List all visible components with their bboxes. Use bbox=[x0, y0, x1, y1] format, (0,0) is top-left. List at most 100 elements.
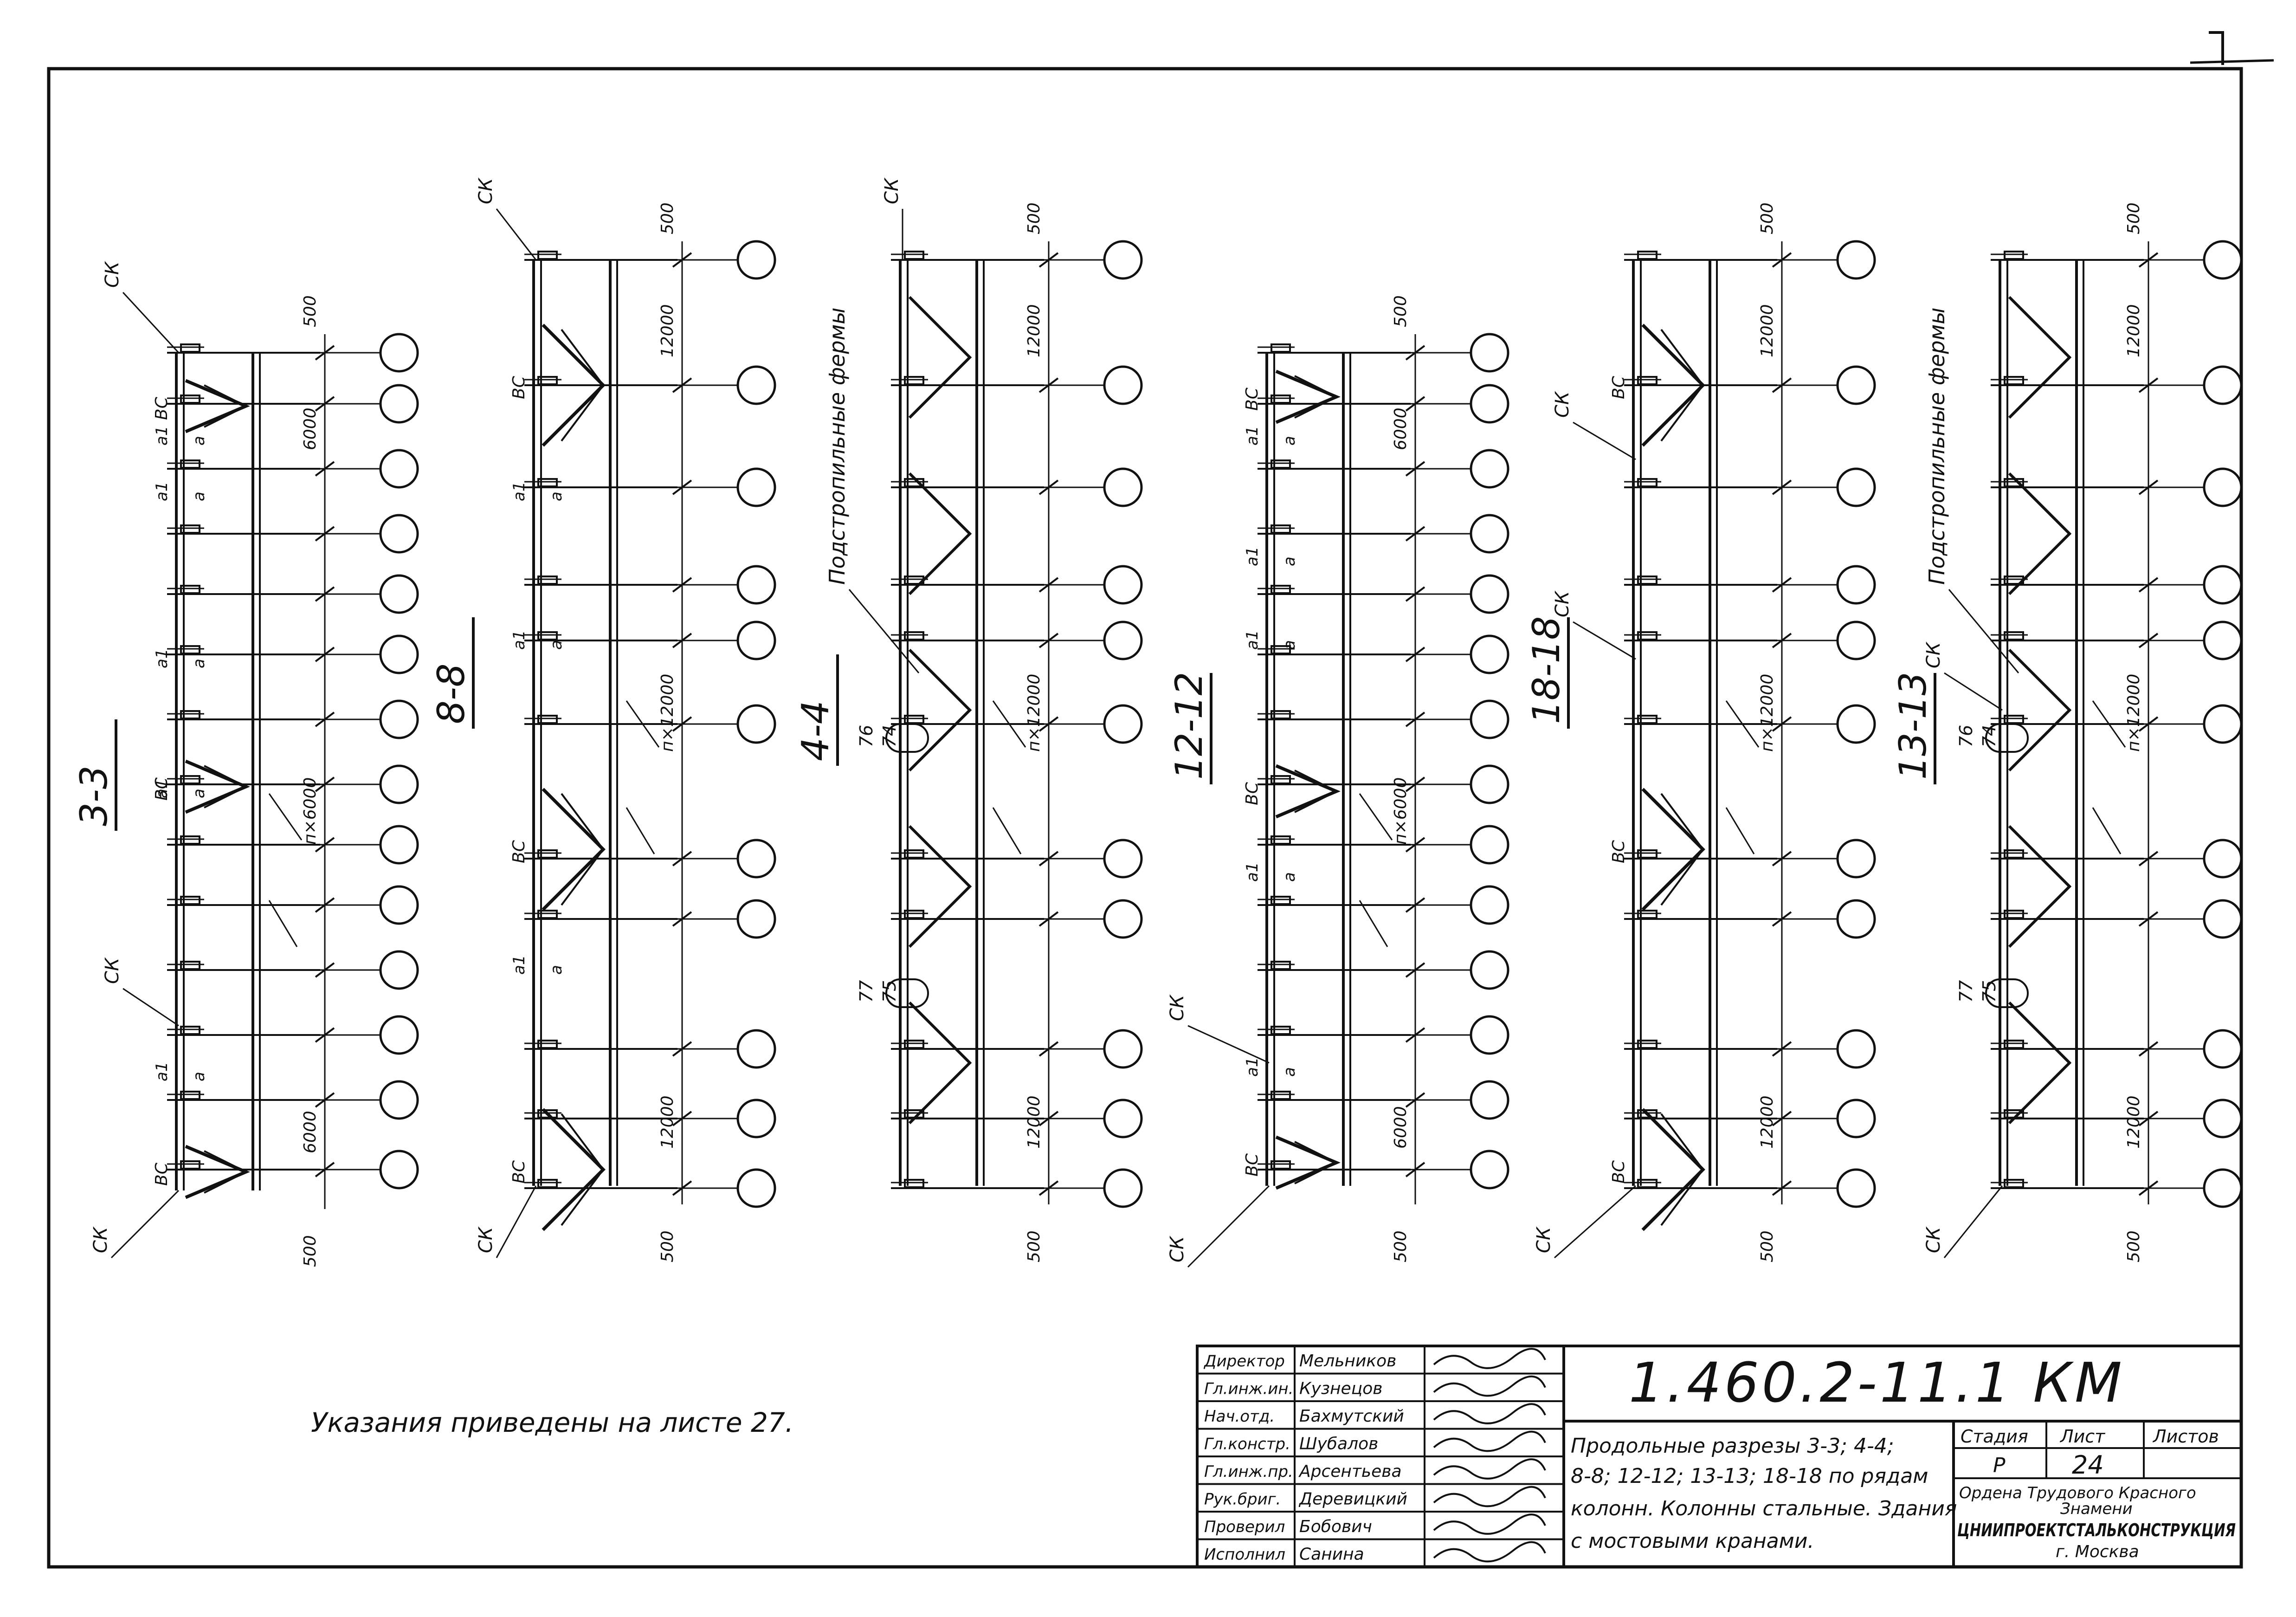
axis-circle bbox=[1103, 467, 1143, 507]
brace-node bbox=[180, 710, 200, 719]
ck-leader bbox=[1187, 1185, 1270, 1268]
dimension-tick bbox=[315, 1027, 335, 1043]
strut-label-a1: а1 bbox=[1243, 547, 1262, 566]
dimension-tick bbox=[1772, 911, 1792, 927]
sheet-title-line-2: 8-8; 12-12; 13-13; 18-18 по рядам bbox=[1571, 1464, 1928, 1488]
strut-label-a: а bbox=[190, 659, 208, 668]
vertical-brace-inner bbox=[1294, 770, 1339, 813]
axis-circle bbox=[1470, 825, 1509, 865]
sheet-code: 1.460.2-11.1 КМ bbox=[1629, 1351, 2125, 1415]
break-line bbox=[992, 700, 1026, 748]
axis-circle bbox=[379, 514, 419, 554]
ck-label: СК bbox=[1533, 1226, 1554, 1253]
strut-label-a: а bbox=[547, 965, 566, 975]
dim-500-bottom: 500 bbox=[658, 1230, 677, 1262]
axis-circle bbox=[1103, 1099, 1143, 1138]
vertical-brace bbox=[185, 379, 250, 433]
strut-label-a1: а1 bbox=[153, 649, 171, 668]
strut-label-a: а bbox=[1280, 556, 1299, 566]
dimension-tick bbox=[315, 897, 335, 913]
brace-node bbox=[537, 1040, 558, 1049]
dimension-tick bbox=[1405, 647, 1425, 662]
break-line bbox=[1725, 700, 1760, 748]
dim-last-span: 12000 bbox=[2124, 1095, 2143, 1149]
dimension-tick bbox=[315, 526, 335, 542]
axis-circle bbox=[736, 240, 776, 280]
strut-label-a1: а1 bbox=[510, 955, 529, 975]
ck-leader bbox=[1944, 672, 2003, 711]
node-74: 74 bbox=[1979, 725, 1999, 747]
node-76: 76 bbox=[1956, 725, 1976, 747]
vertical-brace-inner bbox=[1294, 1141, 1339, 1184]
axis-circle bbox=[1836, 565, 1876, 605]
axis-circle bbox=[2203, 240, 2243, 280]
brace-node bbox=[1637, 251, 1658, 260]
dim-500-bottom: 500 bbox=[1758, 1230, 1777, 1262]
break-line bbox=[626, 700, 660, 748]
signature-name: Деревицкий bbox=[1298, 1490, 1407, 1509]
dimension-tick bbox=[315, 345, 335, 361]
axis-circle bbox=[2203, 839, 2243, 879]
node-75: 75 bbox=[879, 980, 900, 1003]
dim-500-top: 500 bbox=[1025, 202, 1044, 234]
truss-outline bbox=[2008, 648, 2072, 772]
sheet-title-line-1: Продольные разрезы 3-3; 4-4; bbox=[1571, 1434, 1894, 1458]
strut-label-a1: а1 bbox=[1243, 630, 1262, 650]
dim-last-span: 12000 bbox=[658, 1095, 677, 1149]
dim-last-span: 12000 bbox=[1758, 1095, 1777, 1149]
brace-label-bc: ВС bbox=[1609, 1160, 1628, 1184]
vertical-brace-inner bbox=[204, 384, 248, 428]
axis-circle bbox=[1836, 839, 1876, 879]
truss-outline bbox=[908, 825, 972, 948]
axis-circle bbox=[1470, 764, 1509, 804]
dimension-tick bbox=[2138, 851, 2159, 867]
strut-label-a1: а1 bbox=[153, 779, 171, 798]
brace-node bbox=[180, 1160, 200, 1170]
brace-label-bc: ВС bbox=[152, 396, 171, 420]
brace-node bbox=[537, 576, 558, 585]
brace-label-bc: ВС bbox=[1243, 782, 1262, 805]
dimension-tick bbox=[315, 837, 335, 853]
brace-node bbox=[180, 896, 200, 905]
truss-outline bbox=[908, 1001, 972, 1125]
vertical-brace bbox=[1275, 1135, 1341, 1190]
axis-circle bbox=[2203, 565, 2243, 605]
signature-scribble bbox=[1433, 1348, 1546, 1369]
vertical-brace bbox=[185, 1145, 250, 1199]
dimension-tick bbox=[2138, 1180, 2159, 1196]
brace-node bbox=[2004, 849, 2024, 859]
brace-node bbox=[180, 775, 200, 784]
brace-node bbox=[180, 343, 200, 353]
dimension-tick bbox=[1772, 252, 1792, 268]
dimension-tick bbox=[315, 396, 335, 412]
axis-circle bbox=[1103, 621, 1143, 660]
vertical-brace-inner bbox=[204, 1150, 248, 1194]
axis-circle bbox=[1103, 565, 1143, 605]
axis-circle bbox=[2203, 467, 2243, 507]
brace-node bbox=[1637, 910, 1658, 919]
axis-circle bbox=[2203, 899, 2243, 939]
dimension-tick bbox=[315, 962, 335, 978]
ck-leader bbox=[1943, 1185, 2003, 1258]
signature-scribble bbox=[1433, 1541, 1546, 1563]
ck-label: СК bbox=[881, 177, 903, 204]
axis-circle bbox=[1836, 899, 1876, 939]
dimension-tick bbox=[672, 851, 692, 867]
dimension-tick bbox=[1772, 1111, 1792, 1126]
dim-500-top: 500 bbox=[1391, 295, 1410, 327]
ck-leader bbox=[122, 291, 180, 354]
vertical-brace bbox=[185, 759, 250, 814]
axis-circle bbox=[1470, 574, 1509, 614]
brace-label-bc: ВС bbox=[510, 840, 529, 863]
axis-circle bbox=[1836, 1168, 1876, 1208]
brace-node bbox=[1271, 524, 1291, 534]
section-4-4: 4-450012000п×1200012000500СКПодстропильн… bbox=[794, 177, 1143, 1262]
axis-circle bbox=[1103, 365, 1143, 405]
brace-node bbox=[1637, 376, 1658, 385]
axis-circle bbox=[379, 1080, 419, 1120]
dimension-tick bbox=[1772, 1041, 1792, 1057]
truss-outline bbox=[908, 648, 972, 772]
axis-circle bbox=[1836, 365, 1876, 405]
